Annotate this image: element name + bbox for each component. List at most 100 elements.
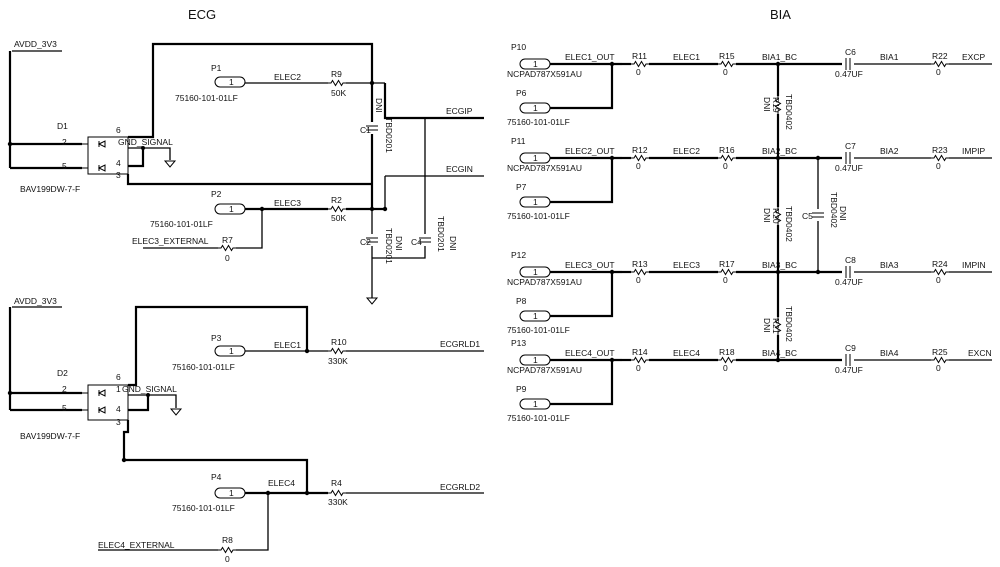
- p2-pin: 1: [229, 204, 234, 214]
- c1-value: TBD0201: [384, 117, 394, 153]
- cap-value: 0.47UF: [835, 69, 863, 79]
- r10-label: R10: [331, 337, 347, 347]
- d2-gnd-label: GND_SIGNAL: [122, 384, 177, 394]
- r19-label: R19: [771, 97, 781, 113]
- r4-label: R4: [331, 478, 342, 488]
- r-series-1-label: R14: [632, 347, 648, 357]
- elec-out-label: ELEC4_OUT: [565, 348, 615, 358]
- ecgrld1-label: ECGRLD1: [440, 339, 480, 349]
- c1-dni: DNI: [374, 98, 384, 113]
- d2-pin-2: 2: [62, 384, 67, 394]
- d1-pin-5: 5: [62, 161, 67, 171]
- cap-label: C9: [845, 343, 856, 353]
- r-series-1-value: 0: [636, 161, 641, 171]
- r-out-value: 0: [936, 67, 941, 77]
- cap-label: C8: [845, 255, 856, 265]
- p1-label: P1: [211, 63, 222, 73]
- p4-label: P4: [211, 472, 222, 482]
- r19-value: TBD0402: [784, 94, 794, 130]
- r20-dni: DNI: [762, 208, 772, 223]
- c4-value: TBD0201: [436, 216, 446, 252]
- d2-pin-5: 5: [62, 403, 67, 413]
- p3-label: P3: [211, 333, 222, 343]
- p2-part: 75160-101-01LF: [150, 219, 213, 229]
- r7-label: R7: [222, 235, 233, 245]
- d2-pin-3: 3: [116, 417, 121, 427]
- r2-label: R2: [331, 195, 342, 205]
- r4-value: 330K: [328, 497, 348, 507]
- d2-diode-array: [82, 384, 129, 421]
- r-series-1-value: 0: [636, 67, 641, 77]
- net-elec3: ELEC3: [274, 198, 301, 208]
- ecgip-label: ECGIP: [446, 106, 473, 116]
- r7-value: 0: [225, 253, 230, 263]
- r2-value: 50K: [331, 213, 346, 223]
- d1-label: D1: [57, 121, 68, 131]
- r21-value: TBD0402: [784, 306, 794, 342]
- pad-part: NCPAD787X591AU: [507, 69, 582, 79]
- conn-pin: 1: [533, 197, 538, 207]
- elec-out-label: ELEC2_OUT: [565, 146, 615, 156]
- conn-label: P6: [516, 88, 527, 98]
- r-series-1-value: 0: [636, 275, 641, 285]
- p2-label: P2: [211, 189, 222, 199]
- p1-part: 75160-101-01LF: [175, 93, 238, 103]
- r-series-2-label: R18: [719, 347, 735, 357]
- c5-label: C5: [802, 211, 813, 221]
- ecgrld2-label: ECGRLD2: [440, 482, 480, 492]
- bia-net-label: BIA2: [880, 146, 899, 156]
- d2-label: D2: [57, 368, 68, 378]
- pad-label: P13: [511, 338, 526, 348]
- p1-pin: 1: [229, 77, 234, 87]
- pad-pin: 1: [533, 153, 538, 163]
- p3-part: 75160-101-01LF: [172, 362, 235, 372]
- r-series-2-label: R16: [719, 145, 735, 155]
- r9-value: 50K: [331, 88, 346, 98]
- avdd-label-1: AVDD_3V3: [14, 39, 57, 49]
- r21-label: R21: [771, 318, 781, 334]
- bia-net-label: BIA3: [880, 260, 899, 270]
- r-series-1-label: R12: [632, 145, 648, 155]
- r-series-2-value: 0: [723, 161, 728, 171]
- pad-pin: 1: [533, 355, 538, 365]
- c2-dni: DNI: [394, 236, 404, 251]
- conn-pin: 1: [533, 399, 538, 409]
- out-net-label: IMPIP: [962, 146, 985, 156]
- cap-value: 0.47UF: [835, 163, 863, 173]
- bia-bc-label: BIA3_BC: [762, 260, 797, 270]
- conn-part: 75160-101-01LF: [507, 117, 570, 127]
- pad-label: P10: [511, 42, 526, 52]
- r-out-label: R24: [932, 259, 948, 269]
- net-elec2: ELEC2: [274, 72, 301, 82]
- bia-net-label: BIA1: [880, 52, 899, 62]
- r9-label: R9: [331, 69, 342, 79]
- r-out-value: 0: [936, 275, 941, 285]
- r10-value: 330K: [328, 356, 348, 366]
- r-series-2-label: R17: [719, 259, 735, 269]
- pad-part: NCPAD787X591AU: [507, 277, 582, 287]
- elec-net-label: ELEC2: [673, 146, 700, 156]
- d2-pin-6: 6: [116, 372, 121, 382]
- cap-value: 0.47UF: [835, 277, 863, 287]
- r-series-2-value: 0: [723, 67, 728, 77]
- elec-net-label: ELEC3: [673, 260, 700, 270]
- c5-dni: DNI: [838, 206, 848, 221]
- bia-bc-label: BIA2_BC: [762, 146, 797, 156]
- bia-bc-label: BIA4_BC: [762, 348, 797, 358]
- elec4-external-label: ELEC4_EXTERNAL: [98, 540, 175, 550]
- r-series-2-value: 0: [723, 363, 728, 373]
- d1-gnd-label: GND_SIGNAL: [118, 137, 173, 147]
- r-series-1-value: 0: [636, 363, 641, 373]
- d1-pin-2: 2: [62, 137, 67, 147]
- out-net-label: EXCN: [968, 348, 992, 358]
- r8-label: R8: [222, 535, 233, 545]
- r21-dni: DNI: [762, 318, 772, 333]
- conn-part: 75160-101-01LF: [507, 211, 570, 221]
- p4-pin: 1: [229, 488, 234, 498]
- c2-value: TBD0201: [384, 228, 394, 264]
- elec-out-label: ELEC3_OUT: [565, 260, 615, 270]
- cap-label: C6: [845, 47, 856, 57]
- bia-title: BIA: [770, 7, 791, 22]
